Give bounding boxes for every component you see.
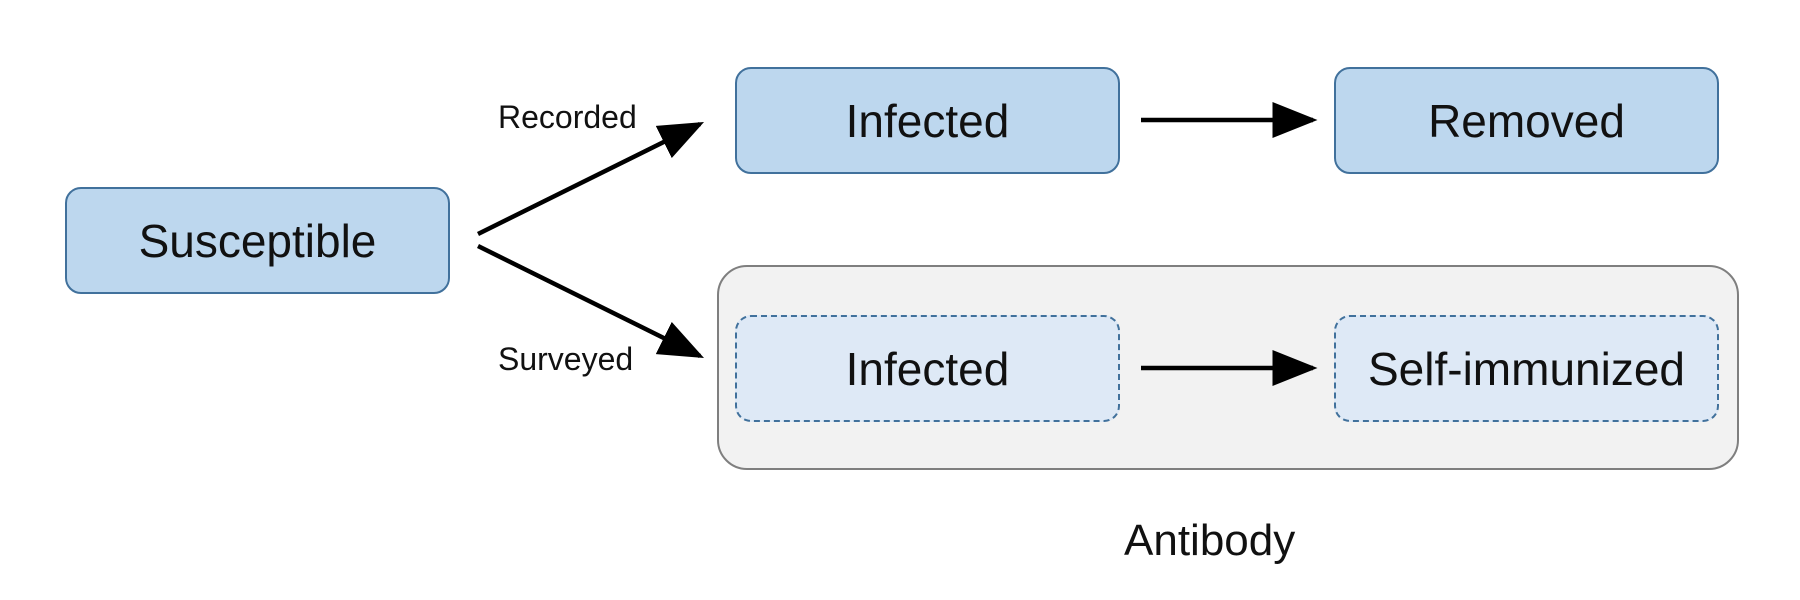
recorded-label: Recorded (498, 99, 637, 135)
infected-recorded-node-label: Infected (845, 94, 1010, 147)
susceptible-node-label: Susceptible (138, 214, 377, 267)
antibody-group-label: Antibody (1124, 516, 1296, 565)
infected-recorded-node: Infected (735, 67, 1120, 174)
removed-node: Removed (1334, 67, 1719, 174)
susceptible-node: Susceptible (65, 187, 450, 294)
infected-surveyed-node: Infected (735, 315, 1120, 422)
recorded-arrow (477, 121, 705, 237)
self-immunized-node-label: Self-immunized (1368, 342, 1685, 395)
surveyed-label: Surveyed (498, 341, 634, 377)
surveyed-arrow (477, 243, 705, 359)
self-immunized-node: Self-immunized (1334, 315, 1719, 422)
removed-node-label: Removed (1428, 94, 1625, 147)
infected-surveyed-node-label: Infected (845, 342, 1010, 395)
